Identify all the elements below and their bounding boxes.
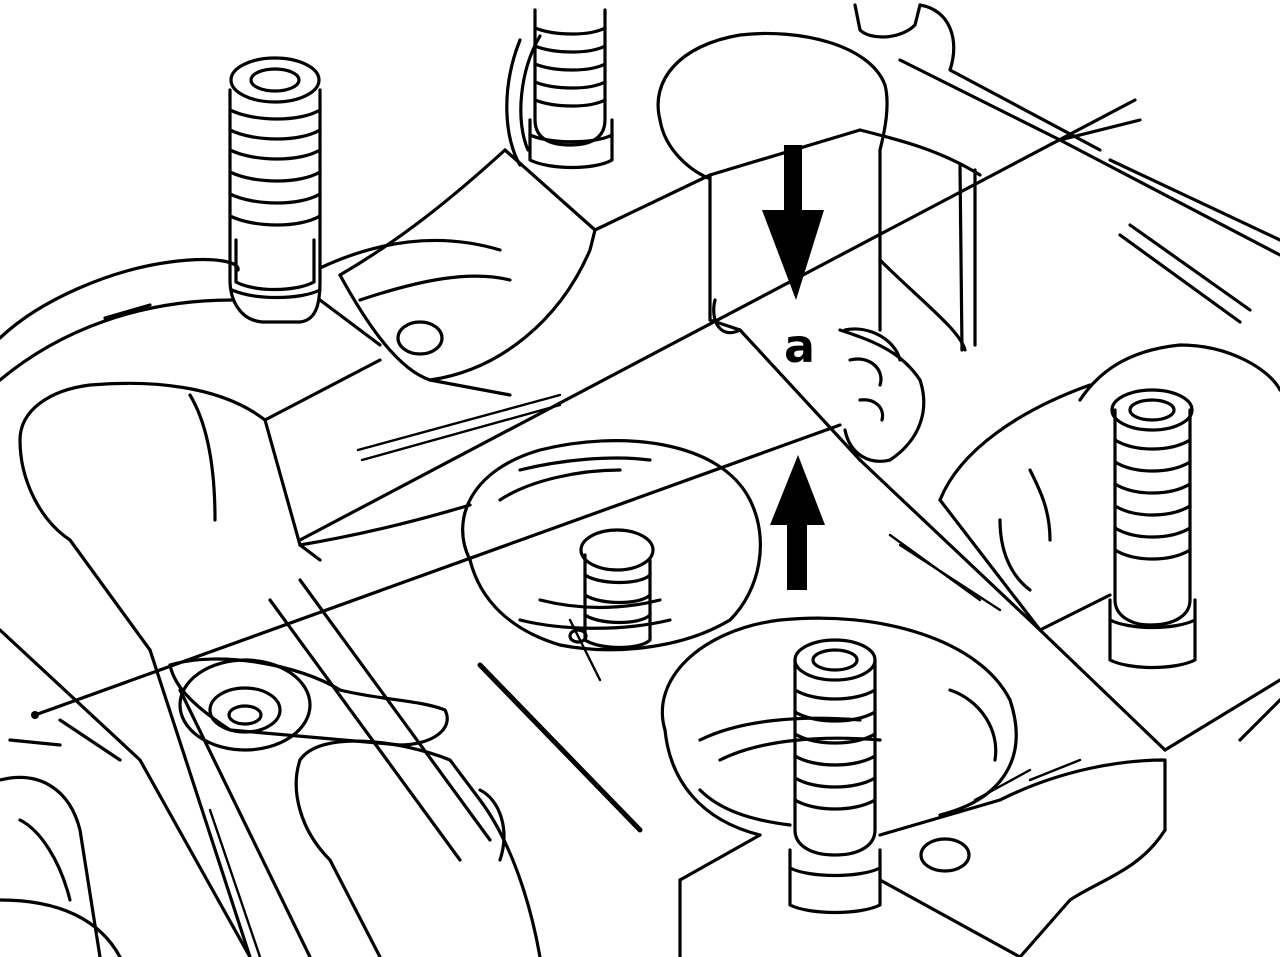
rocker-block — [318, 128, 862, 397]
valve-pocket-center — [461, 439, 762, 652]
lower-left-deck — [0, 578, 643, 957]
spring-pocket-upper — [656, 31, 982, 463]
valve-pocket-lower — [660, 616, 1018, 915]
left-face — [18, 358, 562, 652]
lower-right-block — [678, 698, 1280, 957]
stud-upper-left — [228, 56, 322, 324]
dimension-label-a: a — [784, 319, 815, 373]
stud-upper-center — [528, 8, 614, 170]
right-face — [858, 343, 1280, 752]
right-detail-lines — [888, 533, 1032, 802]
casting-outline — [0, 3, 1280, 382]
straightedge — [31, 98, 1137, 719]
arrow-up-icon — [770, 455, 825, 590]
stud-right — [1108, 388, 1197, 670]
arrow-down-icon — [762, 145, 824, 300]
